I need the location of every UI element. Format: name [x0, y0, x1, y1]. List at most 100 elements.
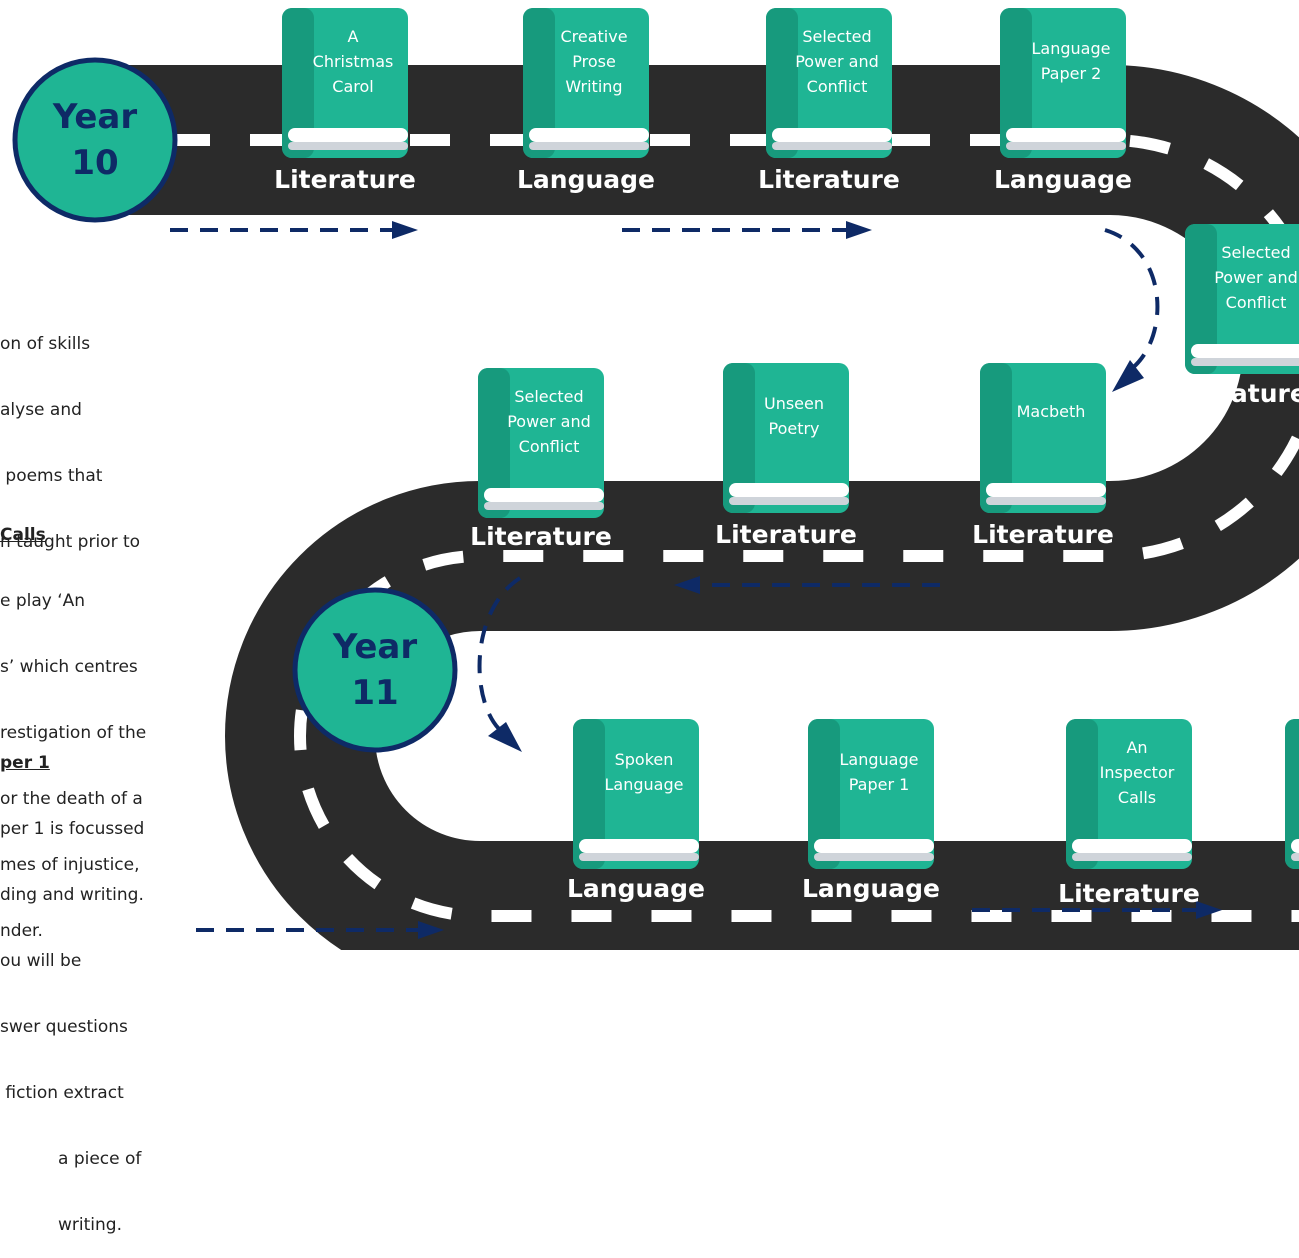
book-pages-edge — [1072, 853, 1192, 861]
subject-label: Literature — [274, 165, 416, 194]
book-pages — [1291, 839, 1299, 853]
book-pages — [729, 483, 849, 497]
book-title: Power and — [795, 52, 879, 71]
side-text-line: s’ which centres — [0, 657, 138, 677]
side-text-line: restigation of the — [0, 723, 147, 743]
year-marker: Year 11 — [292, 587, 458, 753]
side-text-line: alyse and — [0, 400, 82, 420]
book-spine — [573, 719, 605, 869]
book-spine — [1185, 224, 1217, 374]
book-title: Power and — [1214, 268, 1298, 287]
book-spine — [766, 8, 798, 158]
side-text-line: swer questions — [0, 1017, 128, 1037]
book-spine — [282, 8, 314, 158]
book-spine — [1000, 8, 1032, 158]
arrow-right-4 — [972, 901, 1222, 919]
book-title: Christmas — [313, 52, 394, 71]
side-text-line: or the death of a — [0, 789, 143, 809]
book-pages — [1072, 839, 1192, 853]
book-title: Language — [1032, 39, 1111, 58]
book-pages — [1191, 344, 1299, 358]
subject-label: Language — [567, 874, 705, 903]
book-title: An — [1126, 738, 1147, 757]
book-pages-edge — [814, 853, 934, 861]
book-title: Selected — [514, 387, 583, 406]
side-text-line: ou will be — [0, 951, 82, 971]
subject-label: Literature — [470, 522, 612, 551]
book-title: Inspector — [1100, 763, 1175, 782]
book-title: Power and — [507, 412, 591, 431]
books: AChristmasCarolLiteratureCreativeProseWr… — [274, 8, 1299, 908]
book-pages — [579, 839, 699, 853]
side-text-block-2: Calls e play ‘An s’ which centres restig… — [0, 480, 146, 964]
book-pages — [288, 128, 408, 142]
arrow-curve-down-2 — [477, 576, 522, 752]
subject-label: Literature — [1165, 379, 1299, 408]
book-title: Spoken — [615, 750, 674, 769]
year-label: Year — [332, 627, 418, 667]
book-spine — [980, 363, 1012, 513]
side-text-line: fiction extract — [0, 1083, 124, 1103]
book-pages-edge — [729, 497, 849, 505]
side-text-line: ding and writing. — [0, 885, 144, 905]
book-title: Prose — [572, 52, 616, 71]
year-circle — [12, 57, 178, 223]
arrow-right-3 — [196, 921, 444, 939]
year-circle — [292, 587, 458, 753]
book-pages-edge — [484, 502, 604, 510]
book-title: Conflict — [519, 437, 580, 456]
book-title: Language — [840, 750, 919, 769]
book-pages-edge — [1291, 853, 1299, 861]
book-title: Conflict — [807, 77, 868, 96]
side-text-line: n taught prior to — [0, 532, 141, 552]
book — [1285, 719, 1299, 869]
subject-label: Language — [802, 874, 940, 903]
book-title: A — [348, 27, 359, 46]
side-text-line: on of skills — [0, 334, 91, 354]
side-text-line: e play ‘An — [0, 591, 86, 611]
side-text-line: a piece of — [58, 1149, 142, 1169]
book-pages — [772, 128, 892, 142]
arrow-left — [674, 576, 940, 594]
subject-label: Language — [994, 165, 1132, 194]
book-pages-edge — [1191, 358, 1299, 366]
year-number: 10 — [71, 143, 118, 183]
book-title: Creative — [560, 27, 627, 46]
book-title: Macbeth — [1017, 402, 1086, 421]
subject-label: Literature — [758, 165, 900, 194]
subject-label: Literature — [1058, 879, 1200, 908]
book-pages-edge — [579, 853, 699, 861]
arrow-right-1 — [170, 221, 418, 239]
arrow-curve-down — [1104, 228, 1160, 392]
side-text-heading: Calls — [0, 525, 46, 545]
book-pages — [484, 488, 604, 502]
book-spine — [1285, 719, 1299, 869]
book-spine — [478, 368, 510, 518]
book-title: Selected — [802, 27, 871, 46]
book-spine — [1066, 719, 1098, 869]
side-text-line: poems that — [0, 466, 103, 486]
book-pages — [1006, 128, 1126, 142]
book-title: Selected — [1221, 243, 1290, 262]
side-text-line: mes of injustice, — [0, 855, 140, 875]
book-title: Calls — [1118, 788, 1156, 807]
book-title: Carol — [332, 77, 373, 96]
year-number: 11 — [351, 673, 398, 713]
book-pages — [986, 483, 1106, 497]
book-title: Paper 1 — [849, 775, 910, 794]
subject-label: Literature — [972, 520, 1114, 549]
book-pages — [814, 839, 934, 853]
book-title: Language — [605, 775, 684, 794]
book-pages — [529, 128, 649, 142]
